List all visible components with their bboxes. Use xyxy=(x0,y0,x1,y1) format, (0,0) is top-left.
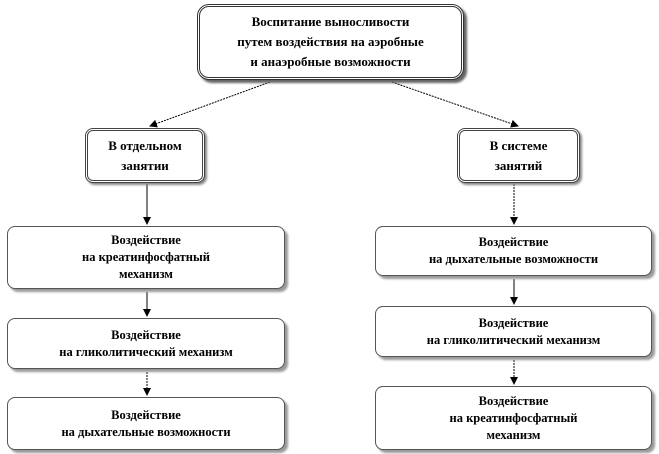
root-box: Воспитание выносливости путем воздействи… xyxy=(197,4,464,80)
left-step-3: Воздействие на дыхательные возможности xyxy=(7,397,285,450)
step-line: на креатинфосфатный xyxy=(82,250,210,264)
step-line: на гликолитический механизм xyxy=(426,332,601,347)
step-line: на гликолитический механизм xyxy=(59,344,233,359)
step-line: Воздействие xyxy=(111,407,181,422)
root-line: путем воздействия на аэробные xyxy=(237,34,424,49)
arrow-root-to-right xyxy=(391,81,519,128)
left-step-2: Воздействие на гликолитический механизм xyxy=(7,318,285,369)
step-line: механизм xyxy=(119,267,173,281)
step-line: Воздействие xyxy=(111,233,181,247)
right-step-2: Воздействие на гликолитический механизм xyxy=(375,306,652,357)
step-line: на дыхательные возможности xyxy=(61,424,231,439)
right-step-1: Воздействие на дыхательные возможности xyxy=(375,226,652,276)
root-line: и анаэробные возможности xyxy=(250,54,411,69)
left-header-box: В отдельном занятии xyxy=(85,128,205,183)
right-header-box: В системе занятий xyxy=(457,128,580,183)
header-line: В системе xyxy=(489,137,548,153)
step-line: на креатинфосфатный xyxy=(449,410,578,425)
right-step-3: Воздействие на креатинфосфатный механизм xyxy=(375,386,652,450)
header-line: занятий xyxy=(494,157,543,173)
header-line: В отдельном xyxy=(108,137,182,153)
step-line: Воздействие xyxy=(478,393,549,408)
step-line: Воздействие xyxy=(111,327,181,342)
step-line: Воздействие xyxy=(478,235,549,249)
arrow-root-to-left xyxy=(149,81,271,128)
left-step-1: Воздействие на креатинфосфатный механизм xyxy=(7,226,285,289)
root-line: Воспитание выносливости xyxy=(251,14,410,29)
step-line: на дыхательные возможности xyxy=(428,252,599,266)
header-line: занятии xyxy=(121,157,169,173)
step-line: Воздействие xyxy=(478,315,549,330)
step-line: механизм xyxy=(486,427,541,442)
